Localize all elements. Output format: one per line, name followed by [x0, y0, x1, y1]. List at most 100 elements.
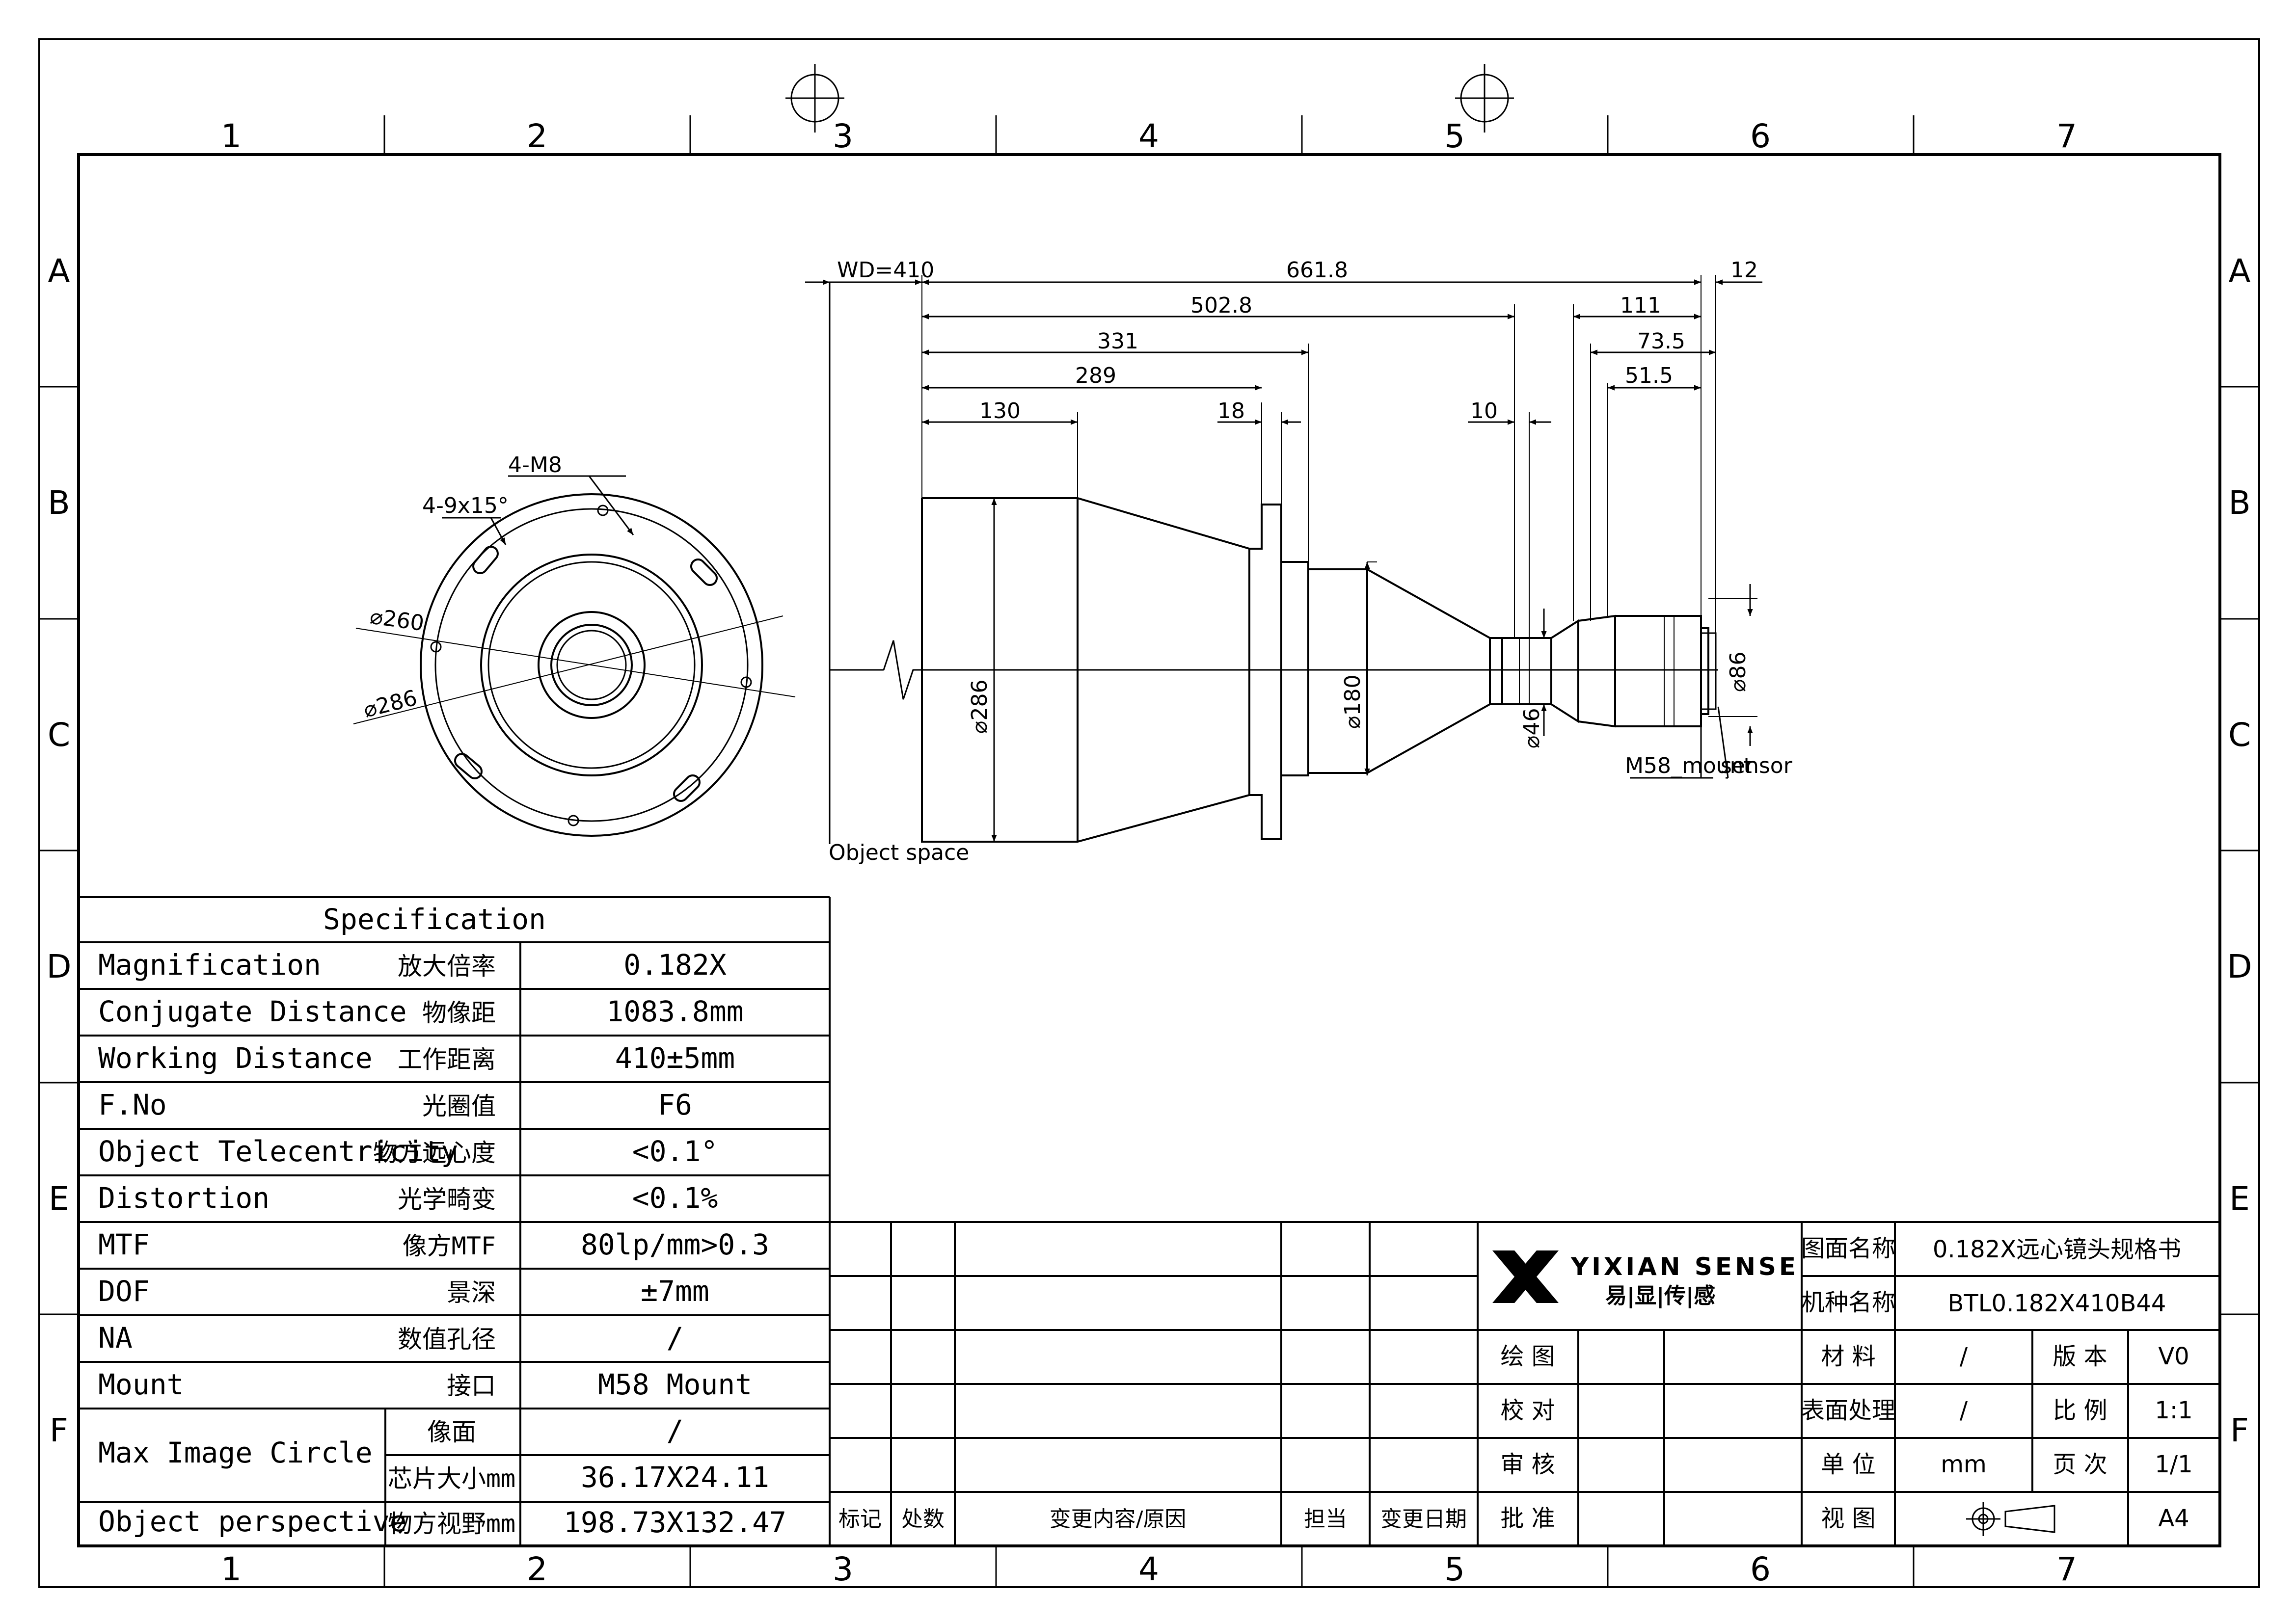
col-label: 6	[1750, 1550, 1771, 1588]
spec-perspective-cn: 物方视野mm	[388, 1510, 515, 1538]
material-label: 材 料	[1821, 1343, 1875, 1370]
dim-289: 289	[1075, 363, 1116, 388]
brand-name-cn: 易|显|传|感	[1605, 1283, 1715, 1308]
spec-image-circle-label: Max Image Circle	[98, 1436, 373, 1469]
view-label: 视 图	[1821, 1505, 1875, 1532]
mounting-slot-icon	[454, 545, 718, 802]
slots-label: 4-9x15°	[422, 493, 509, 518]
spec-perspective-label: Object perspective	[98, 1505, 407, 1538]
row-label: E	[2229, 1180, 2250, 1218]
dim-dia-286: ⌀286	[967, 680, 992, 734]
spec-row-cn: 像方MTF	[403, 1232, 496, 1260]
dim-dia-46: ⌀46	[1519, 708, 1544, 748]
drawing-frame: 1 2 3 4 5 6 7 1 2 3 4 5 6 7 A B C D E F …	[38, 38, 2260, 1588]
spec-perspective-value: 198.73X132.47	[564, 1506, 786, 1539]
end-view	[353, 475, 796, 837]
spec-row-cn: 数值孔径	[398, 1325, 496, 1354]
sign-label: 绘 图	[1500, 1343, 1555, 1370]
spec-row-value: <0.1%	[632, 1181, 718, 1215]
row-label: E	[49, 1180, 69, 1218]
spec-row-en: Working Distance	[98, 1041, 373, 1075]
revision-table	[830, 1221, 2220, 1546]
brand-logo: YIXIAN SENSE 易|显|传|感	[1492, 1250, 1799, 1308]
col-label: 7	[2056, 1550, 2077, 1588]
dim-10: 10	[1470, 399, 1498, 424]
spec-row-cn: 物方远心度	[373, 1139, 496, 1167]
object-space-label: Object space	[829, 840, 969, 865]
spec-row-en: Mount	[98, 1368, 184, 1401]
row-label: D	[47, 948, 72, 985]
col-label: 5	[1444, 1550, 1465, 1588]
rev-header: 变更日期	[1380, 1507, 1467, 1532]
dim-331: 331	[1097, 329, 1138, 354]
unit-label: 单 位	[1821, 1451, 1875, 1478]
side-view	[805, 275, 1762, 844]
dim-51-5: 51.5	[1625, 363, 1673, 388]
dim-502-8: 502.8	[1190, 293, 1252, 318]
sign-label: 校 对	[1500, 1397, 1555, 1424]
drawing-name: 0.182X远心镜头规格书	[1933, 1236, 2181, 1263]
drawing-name-label: 图面名称	[1801, 1235, 1895, 1262]
centering-mark-icon	[785, 64, 1514, 133]
spec-image-circle-sub1: 像面	[427, 1418, 476, 1446]
spec-row-cn: 物像距	[422, 999, 496, 1027]
mounting-hole-icon	[430, 505, 752, 826]
spec-row-cn: 光圈值	[422, 1092, 496, 1120]
spec-row-cn: 工作距离	[398, 1045, 496, 1074]
page-label: 页 次	[2053, 1451, 2107, 1478]
spec-row-value: F6	[658, 1088, 692, 1121]
spec-row-cn: 光学畸变	[398, 1185, 496, 1214]
spec-row-value: ±7mm	[641, 1275, 709, 1308]
row-label: A	[2228, 252, 2250, 290]
holes-label: 4-M8	[508, 452, 562, 478]
model-value: BTL0.182X410B44	[1948, 1290, 2166, 1317]
brand-name: YIXIAN SENSE	[1570, 1252, 1799, 1281]
spec-row-value: 1083.8mm	[606, 995, 743, 1028]
spec-row-value: M58 Mount	[598, 1368, 752, 1401]
dim-dia-86: ⌀86	[1726, 652, 1751, 692]
material-value: /	[1960, 1343, 1968, 1370]
col-label: 3	[833, 117, 853, 155]
spec-row-en: MTF	[98, 1228, 150, 1261]
rev-header: 处数	[901, 1507, 945, 1532]
spec-image-circle-val2: 36.17X24.11	[581, 1461, 769, 1494]
col-label: 2	[527, 1550, 547, 1588]
dim-111: 111	[1620, 293, 1661, 318]
scale-label: 比 例	[2053, 1397, 2107, 1424]
scale-value: 1:1	[2155, 1397, 2192, 1424]
spec-row-value: 410±5mm	[615, 1041, 735, 1075]
surface-value: /	[1960, 1397, 1968, 1424]
dim-18: 18	[1217, 399, 1245, 424]
model-label: 机种名称	[1801, 1289, 1895, 1316]
spec-image-circle-val1: /	[667, 1414, 684, 1447]
brand-x-icon	[1492, 1250, 1559, 1303]
page-value: 1/1	[2155, 1451, 2192, 1478]
dim-12: 12	[1730, 258, 1758, 283]
spec-row-value: 0.182X	[623, 948, 727, 982]
row-label: C	[48, 716, 70, 754]
spec-row-cn: 放大倍率	[398, 952, 496, 981]
projection-symbol-icon	[1966, 1502, 2055, 1536]
row-label: B	[2228, 484, 2250, 522]
row-label: F	[50, 1411, 68, 1449]
spec-row-value: /	[667, 1321, 684, 1355]
col-label: 7	[2056, 117, 2077, 155]
col-label: 3	[833, 1550, 853, 1588]
spec-row-cn: 景深	[447, 1278, 496, 1307]
spec-row-en: Object Telecentricity	[98, 1135, 458, 1168]
spec-row-cn: 接口	[447, 1372, 496, 1400]
dim-130: 130	[979, 399, 1021, 424]
rev-header: 标记	[838, 1507, 882, 1532]
dim-dia-180: ⌀180	[1340, 675, 1365, 729]
rev-header: 变更内容/原因	[1050, 1507, 1187, 1532]
sign-label: 审 核	[1500, 1451, 1555, 1478]
spec-row-value: 80lp/mm>0.3	[581, 1228, 769, 1261]
mount-label: M58_mount	[1625, 753, 1752, 778]
row-label: C	[2228, 716, 2251, 754]
paper-size: A4	[2158, 1505, 2189, 1532]
dia-286-label: ⌀286	[361, 685, 420, 722]
spec-image-circle-sub2: 芯片大小mm	[388, 1464, 515, 1493]
spec-row-en: DOF	[98, 1275, 150, 1308]
dim-total: 661.8	[1286, 258, 1348, 283]
